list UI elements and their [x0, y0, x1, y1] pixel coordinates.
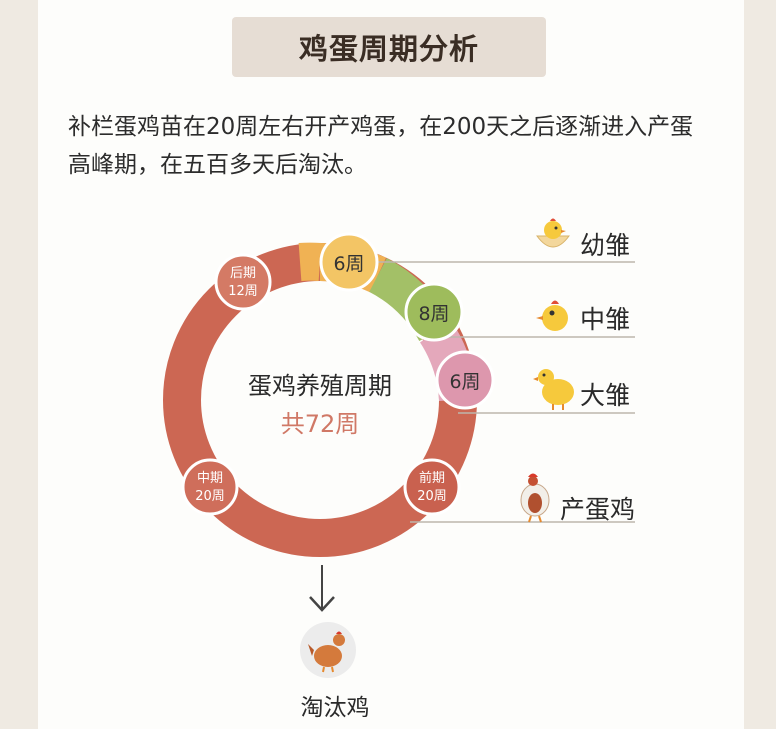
cull-hen-label: 淘汰鸡: [300, 695, 370, 721]
legend-young-chick: 幼雏: [580, 231, 631, 260]
infographic-card: [38, 0, 744, 729]
stage-mid-label-2: 20周: [195, 489, 225, 504]
stage-young: 6周: [319, 232, 379, 292]
stage-early-label-2: 20周: [417, 489, 447, 504]
legend-big-chick: 大雏: [580, 381, 631, 410]
stage-mid: 中期 20周: [181, 458, 239, 516]
stage-young-label: 6周: [333, 253, 364, 275]
legend-middle-chick: 中雏: [580, 305, 631, 334]
stage-mid-label-1: 中期: [197, 471, 223, 486]
stage-early: 前期 20周: [403, 458, 461, 516]
laying-hen-icon: [520, 473, 550, 523]
stage-big-label: 6周: [449, 371, 480, 393]
stage-late-label-2: 12周: [228, 284, 258, 299]
young-chick-icon: [536, 218, 570, 248]
cycle-title: 蛋鸡养殖周期: [248, 372, 392, 400]
big-chick-icon: [533, 369, 574, 410]
stage-big: 6周: [435, 350, 495, 410]
cycle-total: 共72周: [280, 410, 360, 438]
stage-late: 后期 12周: [214, 253, 272, 311]
stage-middle: 8周: [404, 282, 464, 342]
stage-late-label-1: 后期: [230, 266, 256, 281]
intro-text: 补栏蛋鸡苗在20周左右开产鸡蛋，在200天之后逐渐进入产蛋高峰期，在五百多天后淘…: [68, 114, 694, 178]
down-arrow-head: [309, 596, 335, 612]
legend-laying-hen: 产蛋鸡: [560, 495, 636, 524]
middle-chick-icon: [536, 300, 568, 331]
stage-early-label-1: 前期: [419, 470, 445, 486]
page-title: 鸡蛋周期分析: [232, 17, 546, 77]
stage-middle-label: 8周: [418, 303, 449, 325]
cull-hen-icon: [300, 622, 356, 678]
